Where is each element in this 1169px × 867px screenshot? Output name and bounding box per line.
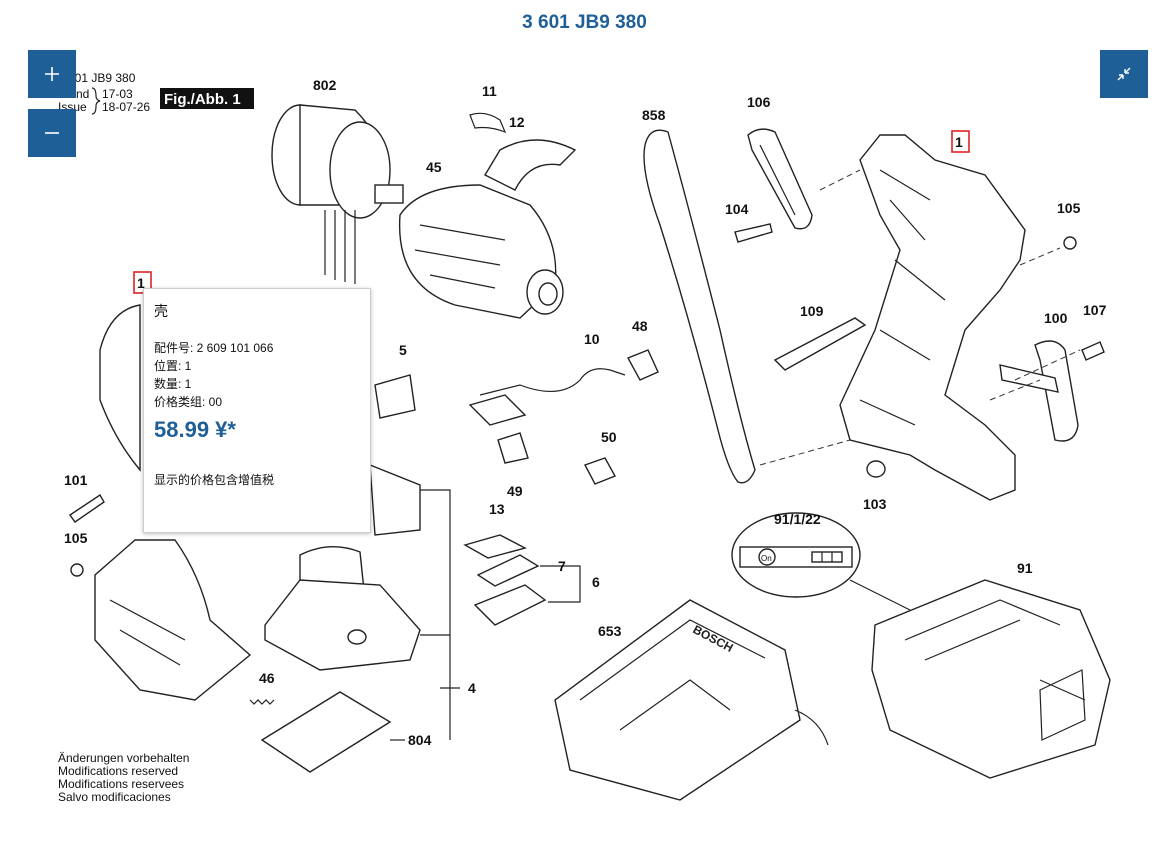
- part-12-cover[interactable]: [484, 139, 577, 191]
- label-105-right: 105: [1057, 200, 1081, 216]
- highlight-1-left: [133, 271, 152, 294]
- part-858-strap[interactable]: [643, 129, 756, 484]
- label-5: 5: [399, 342, 407, 358]
- disclaimer: Änderungen vorbehalten Modifications res…: [58, 752, 189, 804]
- part-7[interactable]: [476, 554, 540, 587]
- part-105-screw-left[interactable]: [70, 563, 84, 577]
- label-49: 49: [507, 483, 523, 499]
- part-quantity: 数量: 1: [154, 377, 192, 391]
- label-11: 11: [482, 83, 497, 99]
- part-49[interactable]: [497, 432, 529, 464]
- label-104: 104: [725, 201, 749, 217]
- disclaimer-line: Änderungen vorbehalten: [58, 751, 190, 765]
- part-802-motor[interactable]: [271, 104, 404, 284]
- part-number: 配件号: 2 609 101 066: [154, 341, 274, 355]
- label-45: 45: [426, 159, 442, 175]
- collapse-fullscreen-button[interactable]: [1100, 50, 1148, 98]
- tax-note: 显示的价格包含增值税: [154, 473, 275, 487]
- part-4-electronics[interactable]: [264, 463, 421, 671]
- label-804: 804: [408, 732, 432, 748]
- label-109: 109: [800, 303, 824, 319]
- label-48: 48: [632, 318, 648, 334]
- label-802: 802: [313, 77, 337, 93]
- label-6: 6: [592, 574, 600, 590]
- part-48[interactable]: [627, 349, 659, 381]
- bracket-4: [420, 489, 460, 740]
- label-653: 653: [598, 623, 622, 639]
- part-position: 位置: 1: [154, 359, 192, 373]
- part-46-spring[interactable]: [249, 699, 275, 705]
- part-1-housing-right[interactable]: [839, 134, 1026, 501]
- issue-value: 18-07-26: [102, 100, 150, 114]
- disclaimer-line: Modifications reservees: [58, 777, 185, 791]
- plus-icon: [45, 67, 59, 81]
- label-91-1-22: 91/1/22: [774, 511, 821, 527]
- part-104-screw[interactable]: [734, 223, 773, 243]
- led-on-label: On: [761, 554, 772, 563]
- part-50[interactable]: [584, 457, 616, 485]
- label-50: 50: [601, 429, 617, 445]
- part-11-clip[interactable]: [469, 112, 507, 134]
- label-12: 12: [509, 114, 525, 130]
- label-10: 10: [584, 331, 600, 347]
- part-101-screw[interactable]: [69, 494, 105, 523]
- label-1-left: 1: [137, 275, 145, 291]
- figure-label: Fig./Abb. 1: [164, 91, 241, 108]
- zoom-out-button[interactable]: [28, 109, 76, 157]
- part-10-wire[interactable]: [479, 368, 626, 396]
- part-91-1-22-indicator[interactable]: On: [731, 512, 911, 611]
- zoom-in-button[interactable]: [28, 50, 76, 98]
- collapse-icon: [1117, 67, 1131, 81]
- minus-icon: [45, 132, 59, 134]
- stand-value: 17-03: [102, 87, 133, 101]
- part-107-screw[interactable]: [1081, 341, 1105, 361]
- disclaimer-line: Modifications reserved: [58, 764, 179, 778]
- part-price-group: 价格类组: 00: [154, 395, 223, 409]
- label-91: 91: [1017, 560, 1033, 576]
- part-name: 壳: [154, 303, 168, 319]
- label-106: 106: [747, 94, 771, 110]
- part-653-charger[interactable]: BOSCH: [554, 599, 829, 801]
- disclaimer-line: Salvo modificaciones: [58, 790, 171, 804]
- part-1-housing-left[interactable]: [94, 304, 252, 701]
- label-46: 46: [259, 670, 275, 686]
- highlight-1-top: [951, 130, 970, 153]
- part-804-terminal-plate[interactable]: [260, 691, 392, 773]
- label-103: 103: [863, 496, 887, 512]
- part-13[interactable]: [463, 534, 527, 559]
- label-100: 100: [1044, 310, 1068, 326]
- label-4: 4: [468, 680, 476, 696]
- part-6[interactable]: [473, 584, 547, 626]
- label-101: 101: [64, 472, 88, 488]
- label-7: 7: [558, 558, 566, 574]
- part-103-nut[interactable]: [866, 460, 886, 478]
- model-number: 3 601 JB9 380: [58, 71, 136, 85]
- part-109-bit[interactable]: [773, 317, 867, 371]
- header-brace: [91, 87, 101, 115]
- page-title: 3 601 JB9 380: [522, 12, 647, 33]
- label-105-left: 105: [64, 530, 88, 546]
- part-5-switch[interactable]: [374, 374, 416, 419]
- part-91-battery[interactable]: [871, 579, 1111, 779]
- label-13: 13: [489, 501, 505, 517]
- label-1-top: 1: [955, 134, 963, 150]
- label-107: 107: [1083, 302, 1107, 318]
- part-price: 58.99 ¥*: [154, 417, 236, 442]
- label-858: 858: [642, 107, 666, 123]
- part-45-gearbox[interactable]: [398, 184, 564, 319]
- part-106-pad[interactable]: [747, 128, 813, 230]
- part-info-popup: 壳 配件号: 2 609 101 066 位置: 1 数量: 1 价格类组: 0…: [143, 288, 371, 533]
- part-105-screw-right[interactable]: [1063, 236, 1077, 250]
- figure-badge: [160, 88, 254, 109]
